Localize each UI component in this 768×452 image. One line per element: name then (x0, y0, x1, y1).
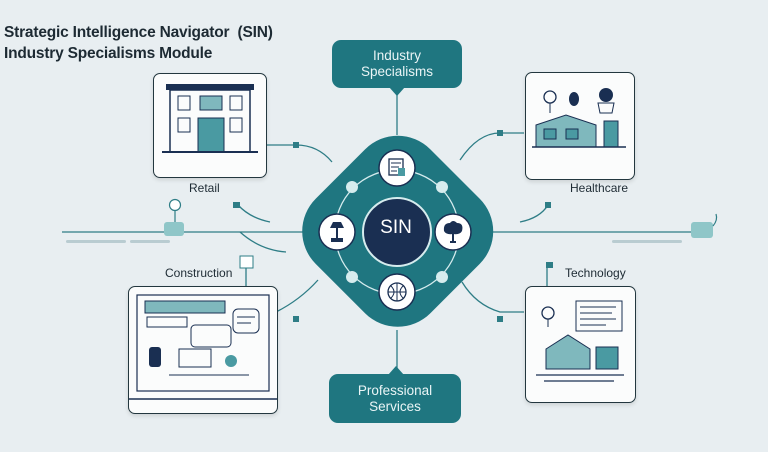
hospital-scene-icon (532, 88, 626, 148)
construction-blueprint-icon (129, 294, 277, 400)
page-title: Strategic Intelligence Navigator (SIN) I… (4, 22, 273, 64)
tree-icon[interactable] (434, 213, 472, 251)
technology-building-icon (536, 300, 624, 382)
construction-card[interactable] (128, 286, 278, 414)
callout-top-line-2: Specialisms (360, 64, 434, 79)
title-line-2: Industry Specialisms Module (4, 45, 213, 62)
retail-card[interactable] (153, 73, 267, 178)
sector-label-retail: Retail (189, 181, 220, 195)
professional-services-callout[interactable]: Professional Services (329, 374, 461, 423)
storefront-icon (162, 84, 258, 153)
industry-specialisms-callout[interactable]: Industry Specialisms (332, 40, 462, 88)
hub-center-label: SIN (380, 217, 412, 238)
callout-top-pointer (389, 87, 405, 96)
chart-icon[interactable] (378, 149, 416, 187)
globe-icon[interactable] (378, 273, 416, 311)
callout-top-line-1: Industry (372, 48, 422, 63)
title-line-1: Strategic Intelligence Navigator (SIN) (4, 24, 273, 41)
healthcare-card[interactable] (525, 72, 635, 180)
callout-bottom-pointer (388, 366, 404, 375)
technology-card[interactable] (525, 286, 636, 403)
callout-bottom-line-2: Services (369, 398, 421, 414)
sector-label-construction: Construction (165, 266, 233, 280)
sector-label-healthcare: Healthcare (570, 181, 629, 195)
callout-bottom-line-1: Professional (357, 382, 433, 398)
lamp-icon[interactable] (318, 213, 356, 251)
sector-label-technology: Technology (565, 266, 626, 280)
